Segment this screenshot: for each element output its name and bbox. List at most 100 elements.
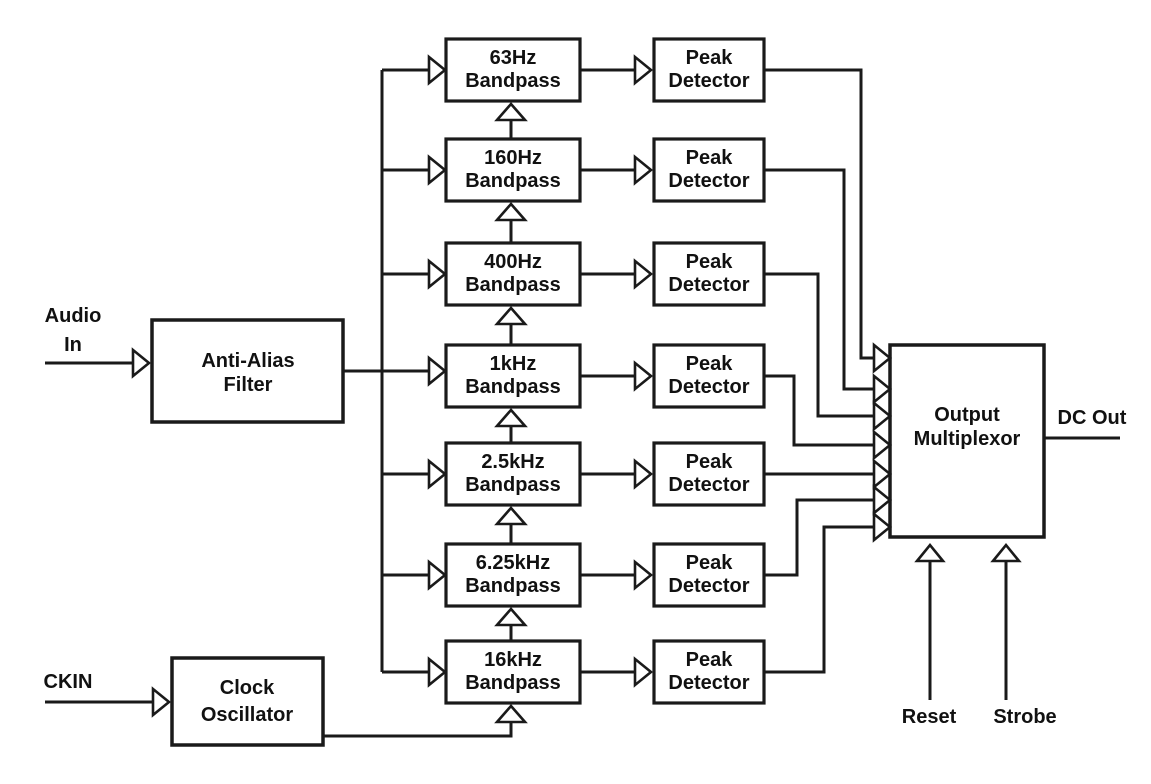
bandpass-1khz-input-arrow — [427, 355, 448, 387]
channel-row-1khz: 1kHz Bandpass Peak Detector — [427, 343, 874, 447]
peak-detector-2-label-line2: Detector — [668, 170, 749, 192]
wire-detector-4-to-mux — [764, 374, 874, 447]
peak-detector-5-label-line2: Detector — [668, 474, 749, 496]
peak-detector-7-label-line1: Peak — [686, 649, 734, 671]
output-multiplexor-block — [888, 343, 1046, 539]
peak-detector-6-label-line2: Detector — [668, 575, 749, 597]
mux-input-arrow-2 — [872, 373, 893, 405]
output-mux-label-line2: Multiplexor — [914, 428, 1021, 450]
bandpass-400hz-block — [444, 241, 582, 307]
channel-row-160hz: 160Hz Bandpass Peak Detector — [427, 137, 874, 391]
peak-detector-1-block — [652, 37, 766, 103]
detector-5-input-arrow — [633, 458, 654, 490]
bandpass-160hz-freq-label: 160Hz — [484, 147, 542, 169]
wire-detector-1-to-mux — [764, 68, 874, 360]
bandpass-63hz-input-arrow — [427, 54, 448, 86]
wire-detector-2-to-mux — [764, 168, 874, 391]
bandpass-16khz-freq-label: 16kHz — [484, 649, 542, 671]
bandpass-2p5khz-block — [444, 441, 582, 507]
mux-input-arrow-5 — [872, 458, 893, 490]
channel-row-400hz: 400Hz Bandpass Peak Detector — [427, 241, 874, 418]
bandpass-16khz-type-label: Bandpass — [465, 672, 561, 694]
bandpass-63hz-freq-label: 63Hz — [490, 47, 537, 69]
reset-label: Reset — [902, 706, 957, 728]
peak-detector-3-label-line1: Peak — [686, 251, 734, 273]
bandpass-16khz-input-arrow — [427, 656, 448, 688]
strobe-label: Strobe — [993, 706, 1056, 728]
bandpass-2p5khz-freq-label: 2.5kHz — [481, 451, 544, 473]
bandpass-6p25khz-type-label: Bandpass — [465, 575, 561, 597]
output-mux-label-line1: Output — [934, 404, 1000, 426]
bandpass-160hz-input-arrow — [427, 154, 448, 186]
clock-chain-arrow-1 — [494, 102, 528, 122]
detector-1-input-arrow — [633, 54, 654, 86]
anti-alias-label-line2: Filter — [224, 374, 273, 396]
clock-oscillator-block — [170, 656, 325, 747]
clock-chain-arrow-4 — [494, 408, 528, 428]
signal-bus-section — [343, 68, 429, 674]
dc-out-label: DC Out — [1058, 407, 1127, 429]
peak-detector-1-label-line2: Detector — [668, 70, 749, 92]
mux-input-arrow-6 — [872, 484, 893, 516]
bandpass-6p25khz-input-arrow — [427, 559, 448, 591]
clock-oscillator-label-line1: Clock — [220, 677, 275, 699]
mux-input-arrow-1 — [872, 342, 893, 374]
peak-detector-5-label-line1: Peak — [686, 451, 734, 473]
channel-row-16khz: 16kHz Bandpass Peak Detector — [427, 525, 874, 724]
clock-chain-arrow-7 — [494, 704, 528, 724]
ckin-label: CKIN — [44, 671, 93, 693]
clock-chain-arrow-5 — [494, 506, 528, 526]
bandpass-400hz-type-label: Bandpass — [465, 274, 561, 296]
mux-input-arrow-4 — [872, 429, 893, 461]
strobe-input-arrow — [990, 542, 1022, 563]
detector-3-input-arrow — [633, 258, 654, 290]
bandpass-16khz-block — [444, 639, 582, 705]
bandpass-1khz-freq-label: 1kHz — [490, 353, 537, 375]
bandpass-400hz-freq-label: 400Hz — [484, 251, 542, 273]
clock-chain-arrow-3 — [494, 306, 528, 326]
anti-alias-label-line1: Anti-Alias — [201, 350, 294, 372]
clock-chain-arrow-2 — [494, 202, 528, 222]
peak-detector-2-label-line1: Peak — [686, 147, 734, 169]
audio-in-label-line1: Audio — [45, 305, 102, 327]
output-mux-section: Output Multiplexor DC Out — [872, 342, 1127, 543]
detector-6-input-arrow — [633, 559, 654, 591]
audio-in-label-line2: In — [64, 334, 82, 356]
detector-4-input-arrow — [633, 360, 654, 392]
peak-detector-5-block — [652, 441, 766, 507]
peak-detector-1-label-line1: Peak — [686, 47, 734, 69]
bandpass-160hz-block — [444, 137, 582, 203]
audio-input-section: Audio In Anti-Alias Filter — [45, 305, 345, 424]
bandpass-2p5khz-input-arrow — [427, 458, 448, 490]
clock-oscillator-input-arrow — [151, 686, 172, 718]
bandpass-400hz-input-arrow — [427, 258, 448, 290]
bandpass-63hz-block — [444, 37, 582, 103]
reset-input-arrow — [914, 542, 946, 563]
bandpass-6p25khz-block — [444, 542, 582, 608]
wire-detector-7-to-mux — [764, 525, 874, 674]
clock-chain-arrow-6 — [494, 607, 528, 627]
mux-input-arrow-3 — [872, 400, 893, 432]
detector-2-input-arrow — [633, 154, 654, 186]
peak-detector-4-block — [652, 343, 766, 409]
channel-row-63hz: 63Hz Bandpass Peak Detector — [427, 37, 874, 360]
bandpass-160hz-type-label: Bandpass — [465, 170, 561, 192]
wire-detector-3-to-mux — [764, 272, 874, 418]
wire-clock-to-bandpass-chain — [323, 722, 513, 738]
wire-detector-6-to-mux — [764, 498, 874, 577]
clock-section: CKIN Clock Oscillator — [44, 656, 513, 747]
control-inputs-section: Reset Strobe — [902, 542, 1057, 728]
bandpass-63hz-type-label: Bandpass — [465, 70, 561, 92]
peak-detector-6-label-line1: Peak — [686, 552, 734, 574]
peak-detector-4-label-line2: Detector — [668, 376, 749, 398]
channel-row-2p5khz: 2.5kHz Bandpass Peak Detector — [427, 441, 874, 544]
channel-row-6p25khz: 6.25kHz Bandpass Peak Detector — [427, 498, 874, 641]
detector-7-input-arrow — [633, 656, 654, 688]
clock-oscillator-label-line2: Oscillator — [201, 704, 293, 726]
peak-detector-7-block — [652, 639, 766, 705]
mux-input-arrow-7 — [872, 511, 893, 543]
peak-detector-3-label-line2: Detector — [668, 274, 749, 296]
anti-alias-input-arrow — [131, 347, 152, 379]
